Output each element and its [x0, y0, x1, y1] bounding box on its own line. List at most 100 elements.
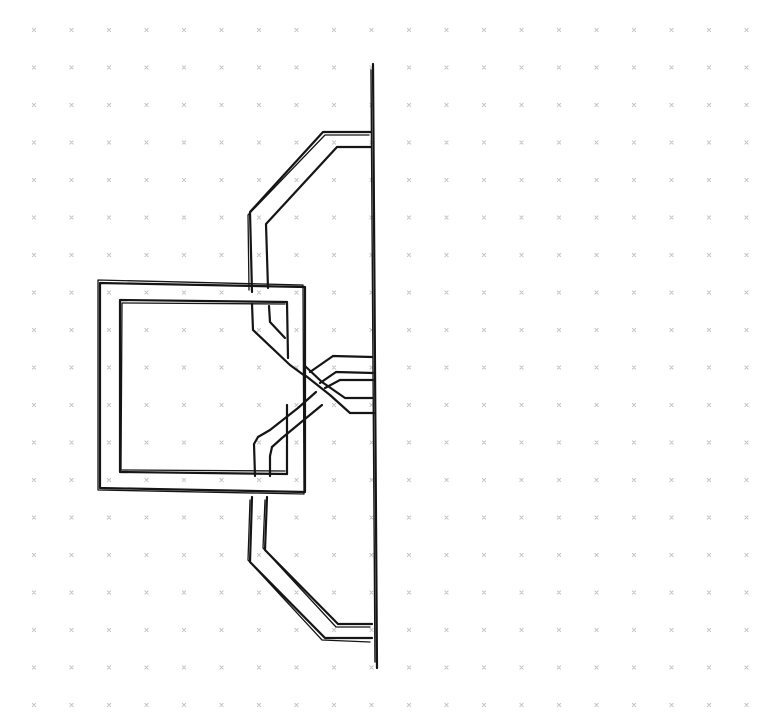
grid-dot [144, 590, 149, 595]
grid-dot [481, 252, 487, 258]
grid-dot [519, 65, 524, 70]
upper-band-inner-edge-lower [267, 304, 287, 340]
grid-dot [144, 177, 149, 183]
grid-dot [31, 290, 37, 295]
grid-dot [744, 140, 749, 145]
grid-dot [744, 590, 749, 595]
grid-dot [256, 590, 262, 595]
vertical-baseline-retrace [370, 69, 376, 663]
grid-dot [481, 215, 487, 220]
lower-band-inner-edge [268, 445, 274, 478]
grid-dot [331, 515, 337, 520]
grid-dot [294, 552, 299, 558]
grid-dot [556, 552, 562, 558]
grid-dot [594, 552, 599, 558]
grid-dot [181, 215, 187, 220]
grid-dot [594, 177, 599, 183]
grid-dot [69, 515, 74, 520]
grid-dot [406, 665, 412, 670]
grid-dot [481, 552, 487, 558]
grid-dot [481, 590, 487, 595]
grid-dot [481, 327, 487, 333]
grid-dot [144, 102, 149, 108]
grid-dot [144, 702, 149, 708]
grid-dot [331, 365, 337, 370]
grid-dot [706, 177, 712, 183]
grid-dot [594, 140, 599, 145]
grid-dot [519, 515, 524, 520]
grid-dot [669, 102, 674, 108]
lower-band-outer-retrace [247, 499, 371, 643]
grid-dot [181, 627, 187, 633]
grid-dot [106, 477, 112, 483]
grid-dot [294, 327, 299, 333]
grid-dot [631, 402, 637, 408]
grid-dot [444, 290, 449, 295]
grid-dot [369, 27, 374, 33]
lower-band-diagonal-lower [270, 403, 324, 449]
grid-dot [594, 402, 599, 408]
grid-dot [594, 515, 599, 520]
grid-dot [706, 290, 712, 295]
grid-dot [669, 402, 674, 408]
grid-dot [181, 365, 187, 370]
grid-dot [144, 402, 149, 408]
lower-band-outer-edge-lower [248, 495, 374, 640]
grid-dot [556, 477, 562, 483]
grid-dot [256, 702, 262, 708]
knot-drawing [97, 62, 379, 670]
grid-dot [256, 440, 262, 445]
grid-dot [106, 440, 112, 445]
grid-dot [294, 515, 299, 520]
grid-dot [256, 327, 262, 333]
grid-dot [631, 140, 637, 145]
grid-dot [256, 477, 262, 483]
grid-dot [556, 177, 562, 183]
grid-dot [106, 102, 112, 108]
grid-dot [594, 290, 599, 295]
grid-dot [744, 477, 749, 483]
grid-dot [706, 515, 712, 520]
grid-dot [144, 65, 149, 70]
grid-dot [519, 252, 524, 258]
grid-dot [31, 552, 37, 558]
grid-dot [706, 365, 712, 370]
grid-dot [444, 477, 449, 483]
grid-dot [556, 702, 562, 708]
grid-dot [219, 665, 224, 670]
grid-dot [144, 665, 149, 670]
grid-dot [631, 27, 637, 33]
grid-dot [519, 140, 524, 145]
grid-dot [444, 140, 449, 145]
grid-dot [444, 627, 449, 633]
grid-dot [181, 402, 187, 408]
grid-dot [406, 402, 412, 408]
cross-strand-top-edge [304, 374, 376, 415]
grid-dot [406, 102, 412, 108]
grid-dot [406, 290, 412, 295]
grid-dot [631, 252, 637, 258]
grid-dot [406, 702, 412, 708]
grid-dot [331, 327, 337, 333]
grid-dot [219, 102, 224, 108]
grid-dot [294, 65, 299, 70]
grid-dot [481, 65, 487, 70]
grid-dot [594, 365, 599, 370]
grid-dot [181, 65, 187, 70]
grid-dot [144, 290, 149, 295]
square-loop-outer-retrace [97, 279, 305, 495]
grid-dot [706, 477, 712, 483]
grid-dot [481, 665, 487, 670]
grid-dot [669, 552, 674, 558]
grid-dot [631, 477, 637, 483]
grid-dot [369, 665, 374, 670]
grid-dot [669, 590, 674, 595]
grid-dot [744, 252, 749, 258]
grid-dot [669, 477, 674, 483]
grid-dot [69, 477, 74, 483]
grid-dot [631, 552, 637, 558]
vertical-baseline [371, 62, 379, 670]
grid-dot [706, 590, 712, 595]
grid-dot [106, 590, 112, 595]
grid-dot [369, 590, 374, 595]
